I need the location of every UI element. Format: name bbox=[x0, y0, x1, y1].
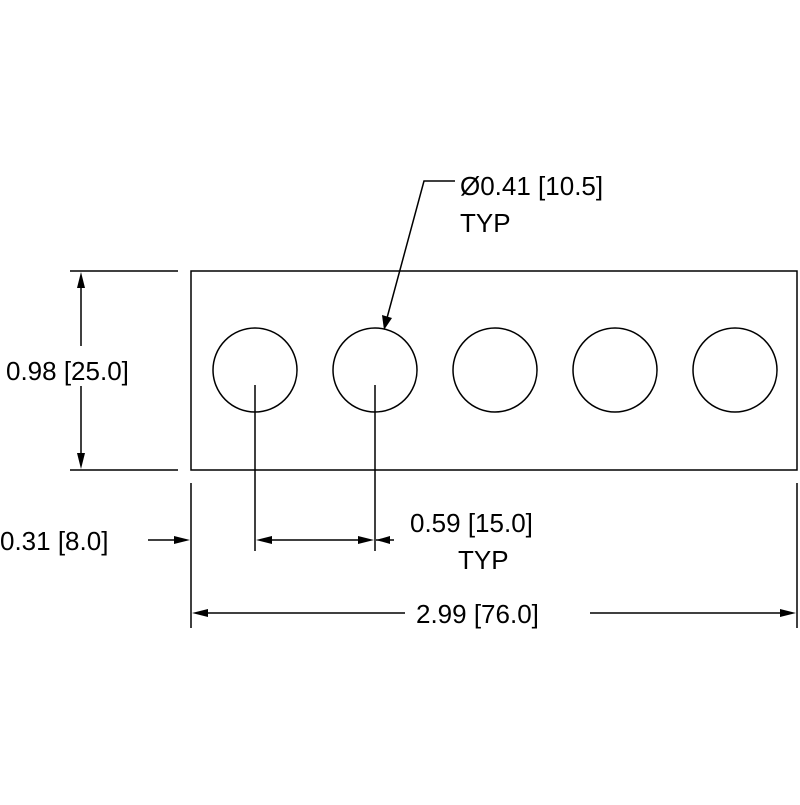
height-arrowhead-bottom bbox=[77, 453, 85, 469]
hole-diameter-callout: Ø0.41 [10.5] TYP bbox=[382, 171, 603, 330]
callout-leader-arrowhead bbox=[382, 315, 392, 330]
hole-spacing-dimension: 0.59 [15.0] TYP bbox=[256, 385, 533, 575]
plate-outline bbox=[190, 270, 798, 471]
spacing-outer-arrowhead bbox=[376, 536, 390, 544]
height-label: 0.98 [25.0] bbox=[6, 356, 129, 386]
edge-offset-label: 0.31 [8.0] bbox=[0, 526, 108, 556]
spacing-typ-label: TYP bbox=[458, 545, 509, 575]
edge-offset-dimension: 0.31 [8.0] bbox=[0, 385, 256, 556]
width-label: 2.99 [76.0] bbox=[416, 599, 539, 629]
hole-4 bbox=[572, 327, 658, 413]
width-dimension: 2.99 [76.0] bbox=[190, 483, 798, 629]
spacing-arrowhead-right bbox=[358, 536, 374, 544]
holes-group bbox=[212, 327, 778, 413]
hole-5 bbox=[692, 327, 778, 413]
width-arrowhead-left bbox=[192, 609, 208, 617]
height-dimension: 0.98 [25.0] bbox=[6, 270, 178, 471]
hole-3 bbox=[452, 327, 538, 413]
hole-diameter-typ-label: TYP bbox=[460, 208, 511, 238]
hole-diameter-label: Ø0.41 [10.5] bbox=[460, 171, 603, 201]
height-arrowhead-top bbox=[77, 272, 85, 288]
spacing-arrowhead-left bbox=[256, 536, 272, 544]
edge-offset-arrowhead bbox=[174, 536, 190, 544]
spacing-label: 0.59 [15.0] bbox=[410, 508, 533, 538]
width-arrowhead-right bbox=[780, 609, 796, 617]
callout-leader-line bbox=[386, 180, 455, 319]
